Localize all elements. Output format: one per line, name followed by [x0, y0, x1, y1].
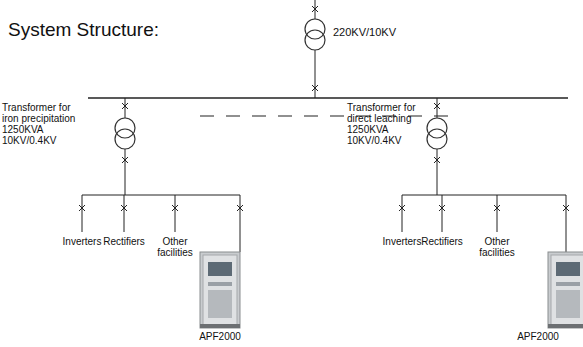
load-label: Other facilities — [150, 236, 200, 258]
diagram-title: System Structure: — [8, 20, 159, 41]
load-label: Other facilities — [472, 236, 522, 258]
voltage-label: 220KV/10KV — [333, 26, 413, 38]
load-label: Rectifiers — [94, 236, 154, 247]
transformer-label: Transformer for direct leaching 1250KVA … — [347, 102, 419, 146]
load-label: Inverters — [52, 236, 112, 247]
apf-label: APF2000 — [192, 331, 248, 342]
apf-label: APF2000 — [510, 331, 566, 342]
transformer-label: Transformer for iron precipitation 1250K… — [2, 102, 76, 146]
load-label: Rectifiers — [412, 236, 472, 247]
